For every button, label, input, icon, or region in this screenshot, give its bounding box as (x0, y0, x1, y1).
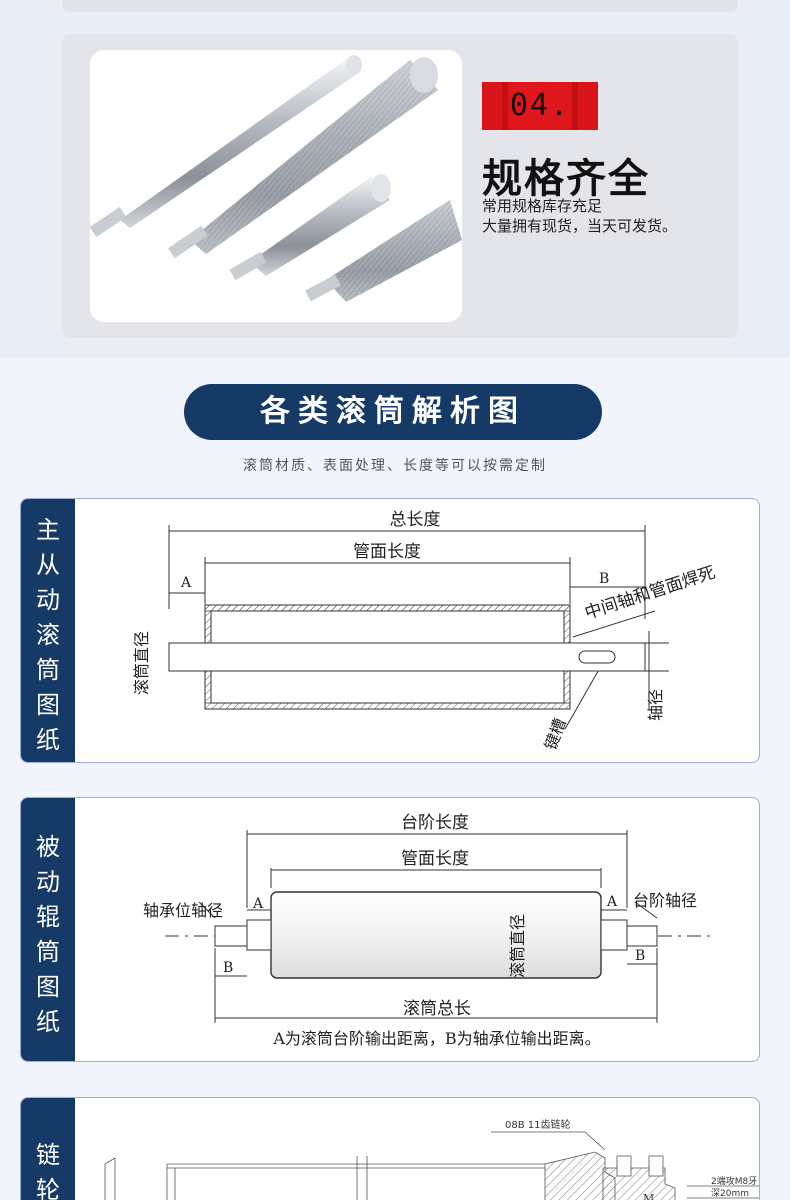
label-a-right: A (606, 894, 618, 910)
drive-roller-diagram: 总长度 管面长度 A B 中间轴和管面焊死 滚筒直径 轴径 键槽 (132, 510, 718, 753)
drawing-side-bar: 被动辊筒图纸 (21, 798, 75, 1061)
label-b: B (599, 571, 609, 587)
label-b-left: B (223, 960, 233, 976)
section-title: 各类滚筒解析图 (184, 384, 602, 440)
label-tap-note-1: 2端攻M8牙 (711, 1175, 757, 1187)
feature-number-badge: 04. (482, 82, 598, 130)
drawing-side-bar: 链轮 (21, 1098, 75, 1200)
feature-card: 04. 规格齐全 常用规格库存充足 大量拥有现货，当天可发货。 (62, 34, 738, 338)
drawing-card-idler-roller: 被动辊筒图纸 (20, 797, 760, 1062)
label-tap-note-2: 深20mm (711, 1188, 749, 1199)
label-total-length: 总长度 (390, 510, 441, 530)
drawing-card-drive-roller: 主从动滚筒图纸 (20, 498, 760, 763)
roller-1 (90, 55, 362, 238)
section-subtitle: 滚筒材质、表面处理、长度等可以按需定制 (243, 458, 547, 474)
label-bearing-shaft: 轴承位轴径 (143, 901, 223, 920)
drawing-side-bar: 主从动滚筒图纸 (21, 499, 75, 762)
drawing-side-label: 主从动滚筒图纸 (36, 516, 60, 754)
feature-number: 04. (509, 88, 571, 123)
label-shaft-diameter: 轴径 (646, 689, 665, 721)
idler-roller-diagram: 台阶长度 管面长度 轴承位轴径 台阶轴径 A A B B 滚筒直径 滚筒总长 A… (143, 813, 711, 1048)
label-step-length: 台阶长度 (401, 813, 469, 833)
roller-2 (168, 57, 438, 259)
label-note: A为滚筒台阶输出距离，B为轴承位输出距离。 (272, 1029, 600, 1048)
feature-title: 规格齐全 (482, 156, 650, 202)
badge-inner (502, 82, 578, 130)
roller-3 (229, 174, 391, 281)
feature-desc-line-1: 常用规格库存充足 (482, 197, 603, 215)
drawing-side-label: 链轮 (36, 1141, 60, 1200)
label-roller-diameter: 滚筒直径 (132, 631, 151, 695)
drawing-card-sprocket: 链轮 08B 11齿链轮 2端攻M8牙 深20mm (20, 1097, 760, 1200)
label-keyway: 键槽 (541, 716, 570, 753)
label-step-shaft: 台阶轴径 (633, 891, 697, 910)
label-m: M (643, 1192, 654, 1200)
label-roller-diameter: 滚筒直径 (508, 914, 527, 978)
previous-feature-card (62, 0, 738, 12)
rollers-photo (90, 50, 462, 322)
feature-desc-line-2: 大量拥有现货，当天可发货。 (482, 217, 678, 235)
label-tube-length: 管面长度 (353, 542, 421, 562)
label-a: A (180, 575, 192, 591)
drawing-side-label: 被动辊筒图纸 (36, 833, 60, 1036)
tapered-rollers-illustration (90, 50, 462, 322)
label-a-left: A (252, 896, 264, 912)
label-b-right: B (635, 948, 645, 964)
label-roller-total: 滚筒总长 (403, 999, 471, 1019)
label-sprocket: 08B 11齿链轮 (505, 1118, 571, 1131)
label-tube-length: 管面长度 (401, 849, 469, 869)
feature-description: 常用规格库存充足 大量拥有现货，当天可发货。 (482, 196, 677, 236)
sprocket-diagram: 08B 11齿链轮 2端攻M8牙 深20mm M (104, 1118, 759, 1200)
roller-4 (305, 200, 462, 302)
